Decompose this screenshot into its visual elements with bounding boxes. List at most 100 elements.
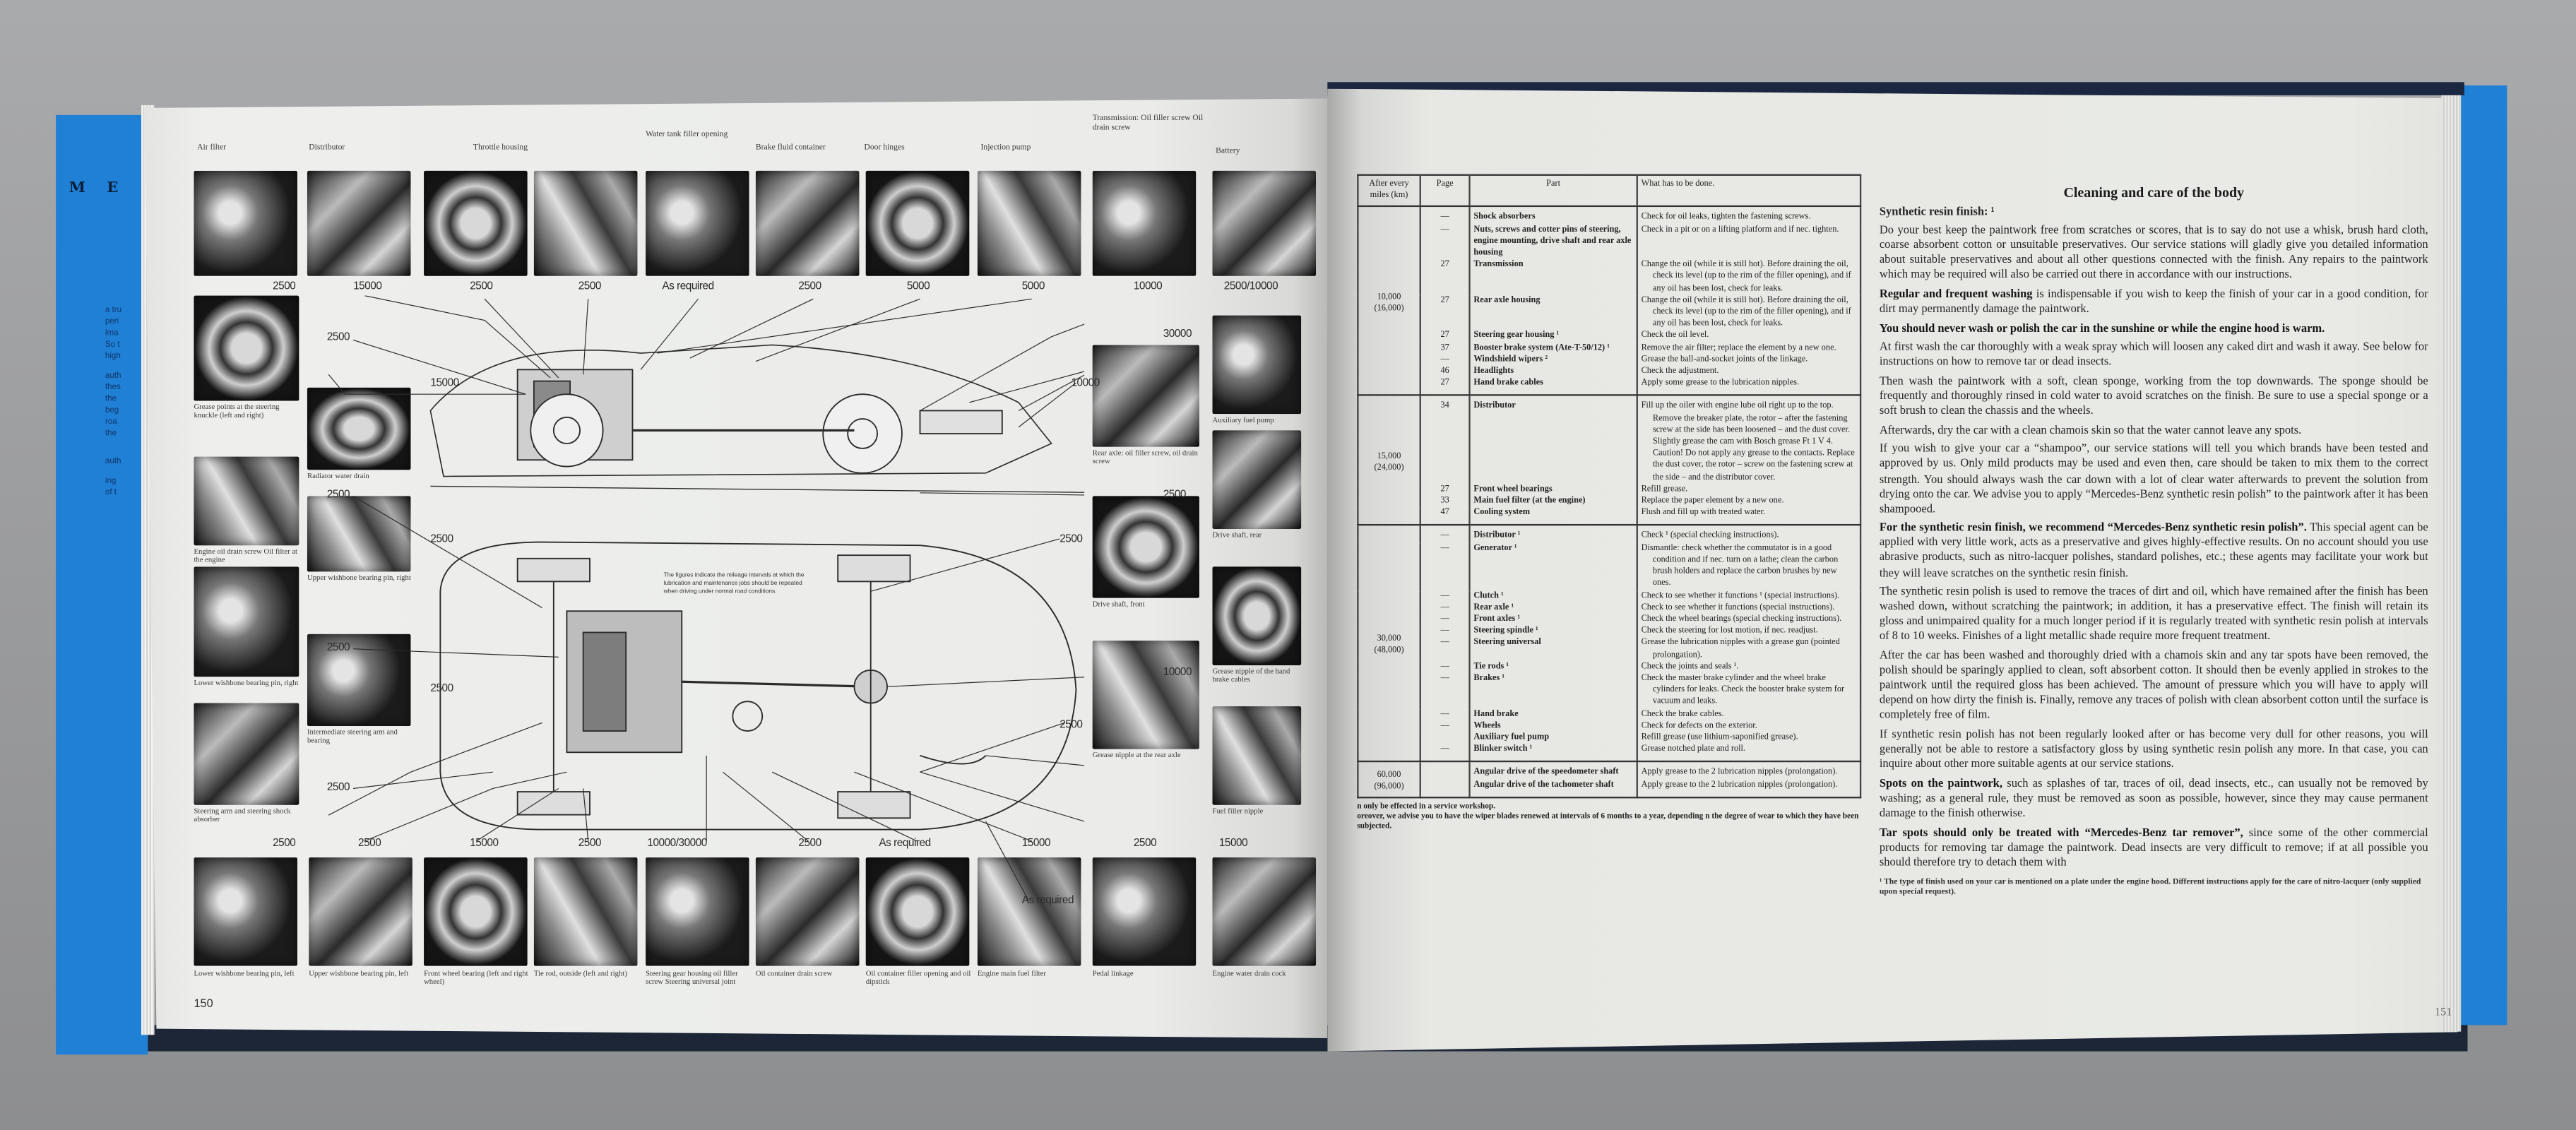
photo xyxy=(755,857,860,966)
part-cell: Auxiliary fuel pump xyxy=(1468,732,1638,744)
page-ref-cell: 27 xyxy=(1419,484,1471,496)
part-cell: Headlights xyxy=(1468,366,1638,379)
part-cell: Brakes ¹ xyxy=(1468,673,1638,709)
article-subtitle: Synthetic resin finish: ¹ xyxy=(1879,205,1995,219)
part-cell: Angular drive of the speedometer shaft xyxy=(1468,761,1638,780)
article-title: Cleaning and care of the body xyxy=(2063,184,2245,201)
mileage-label: 2500 xyxy=(358,838,381,850)
cover-text-fragment: roa xyxy=(105,417,117,427)
article-body: Do your best keep the paintwork free fro… xyxy=(1880,224,2428,871)
mileage-label: 2500 xyxy=(798,280,821,293)
mileage-label: As required xyxy=(662,280,714,293)
table-footnote-1: n only be effected in a service workshop… xyxy=(1357,802,1496,811)
page-ref-cell: 27 xyxy=(1419,331,1471,343)
page-ref-cell: — xyxy=(1419,673,1471,709)
photo xyxy=(1092,496,1199,598)
book-cover-left xyxy=(56,114,148,1055)
article-footnote: ¹ The type of finish used on your car is… xyxy=(1879,878,2421,898)
photo-caption: Drive shaft, front xyxy=(1092,599,1145,608)
paragraph-lead: Spots on the paintwork, xyxy=(1879,776,2003,790)
photo xyxy=(194,295,299,401)
paragraph-lead: Regular and frequent washing xyxy=(1879,287,2033,301)
photo xyxy=(646,170,749,276)
photo-caption: Distributor xyxy=(309,144,345,153)
interval-cell: 10,000 (16,000) xyxy=(1357,206,1421,397)
part-cell: Cooling system xyxy=(1468,508,1638,527)
table-header-row: After every miles (km) Page Part What ha… xyxy=(1357,174,1862,208)
mileage-label: 2500 xyxy=(798,838,821,850)
action-cell: Check the steering for lost motion, if n… xyxy=(1636,626,1862,638)
part-cell: Blinker switch ¹ xyxy=(1468,744,1638,763)
action-cell: Fill up the oiler with engine lube oil r… xyxy=(1636,396,1862,484)
interval-cell: 60,000 (96,000) xyxy=(1357,761,1421,798)
article-paragraph: At first wash the car thoroughly with a … xyxy=(1880,340,2428,370)
cover-text-fragment: ima xyxy=(105,328,119,339)
part-cell: Shock absorbers xyxy=(1468,206,1638,225)
action-cell: Check the joints and seals ¹. xyxy=(1636,661,1862,674)
mileage-label: 2500 xyxy=(578,838,602,850)
mileage-label: 2500 xyxy=(326,782,350,794)
photo xyxy=(309,857,412,966)
page-ref-cell: — xyxy=(1419,744,1471,763)
cover-text-fragment: of t xyxy=(105,487,117,498)
page-ref-cell: 33 xyxy=(1419,496,1471,509)
cover-text-fragment: thes xyxy=(105,382,121,393)
mileage-label: 10000 xyxy=(1163,667,1192,679)
photo-caption: Transmission: Oil filler screw Oil drain… xyxy=(1092,114,1204,133)
mileage-label: 10000 xyxy=(1071,377,1100,390)
part-cell: Distributor ¹ xyxy=(1468,525,1638,544)
photo-caption: Water tank filler opening xyxy=(646,131,728,140)
photo-caption: Radiator water drain xyxy=(307,471,369,480)
photo-caption: Throttle housing xyxy=(473,144,528,153)
page-ref-cell: — xyxy=(1419,525,1471,544)
table-row: —Nuts, screws and cotter pins of steerin… xyxy=(1358,224,1862,261)
mileage-label: 2500 xyxy=(273,280,296,293)
cover-text-fragment: high xyxy=(105,351,121,362)
photo-caption: Pedal linkage xyxy=(1092,969,1134,977)
mileage-label: 2500 xyxy=(273,838,296,850)
mileage-label: 10000/30000 xyxy=(647,838,707,850)
paragraph-text: such as splashes of tar, traces of oil, … xyxy=(1879,776,2428,820)
action-cell: Check the oil level. xyxy=(1636,331,1862,343)
mileage-label: 10000 xyxy=(1133,280,1163,293)
photo-caption: Auxiliary fuel pump xyxy=(1212,415,1274,424)
article-paragraph: Afterwards, dry the car with a clean cha… xyxy=(1880,423,2428,438)
photo xyxy=(533,170,638,276)
mileage-label: 2500 xyxy=(430,533,453,546)
header-part: Part xyxy=(1468,174,1638,208)
mileage-label: 15000 xyxy=(430,377,459,390)
photo xyxy=(194,456,299,546)
paragraph-text: If synthetic resin polish has not been r… xyxy=(1879,727,2428,771)
action-cell: Change the oil (while it is still hot). … xyxy=(1636,260,1862,296)
page-ref-cell: 46 xyxy=(1419,366,1471,379)
diagram-note: The figures indicate the mileage interva… xyxy=(663,571,805,595)
page-ref-cell: 27 xyxy=(1419,295,1471,331)
page-number-right: 151 xyxy=(2434,1005,2452,1019)
photo xyxy=(194,703,299,805)
page-ref-cell xyxy=(1419,761,1471,780)
action-cell: Check in a pit or on a lifting platform … xyxy=(1636,224,1862,261)
photo-caption: Grease points at the steering knuckle (l… xyxy=(194,402,280,420)
page-ref-cell: — xyxy=(1419,355,1471,367)
mileage-label: 5000 xyxy=(906,280,930,293)
page-ref-cell: — xyxy=(1419,206,1471,225)
photo-caption: Battery xyxy=(1216,148,1240,156)
top-view-car xyxy=(439,541,1077,831)
page-ref-cell: — xyxy=(1419,614,1471,626)
part-cell: Front wheel bearings xyxy=(1468,484,1638,496)
photo-caption: Upper wishbone bearing pin, left xyxy=(309,969,409,977)
mileage-label: 5000 xyxy=(1021,280,1045,293)
photo xyxy=(865,170,970,276)
mileage-label: 30000 xyxy=(1163,328,1192,340)
action-cell: Apply grease to the 2 lubrication nipple… xyxy=(1636,761,1862,780)
